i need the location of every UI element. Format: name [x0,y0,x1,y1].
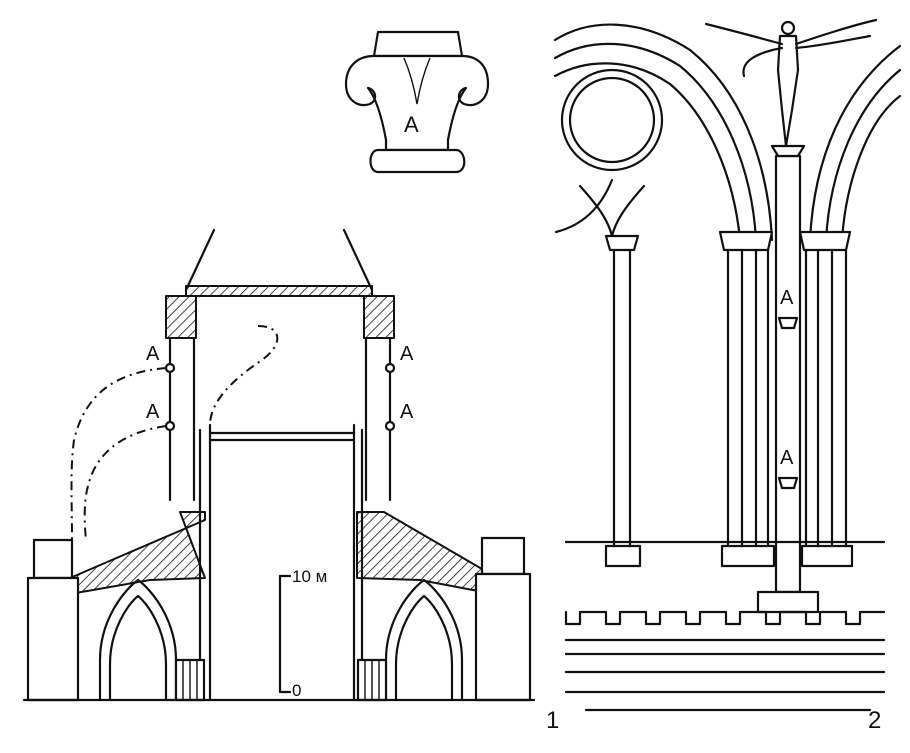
interior-elevation: A A [553,18,902,712]
section-label-left-lower: A [146,401,160,423]
figure-number-1: 1 [546,707,559,734]
cross-section: A A A A [22,228,536,702]
elevation-label-lower: A [780,447,794,469]
capital-label: A [404,112,419,137]
capital-detail: A [344,30,490,174]
section-label-left-upper: A [146,343,160,365]
angel-statue [704,18,878,148]
scale-bar: 10 м 0 [278,567,327,700]
section-label-right-upper: A [400,343,414,365]
scale-label-bottom: 0 [292,681,301,700]
section-label-right-lower: A [400,401,414,423]
figure-number-2: 2 [868,707,881,734]
elevation-label-upper: A [780,287,794,309]
scale-label-top: 10 м [292,567,327,586]
